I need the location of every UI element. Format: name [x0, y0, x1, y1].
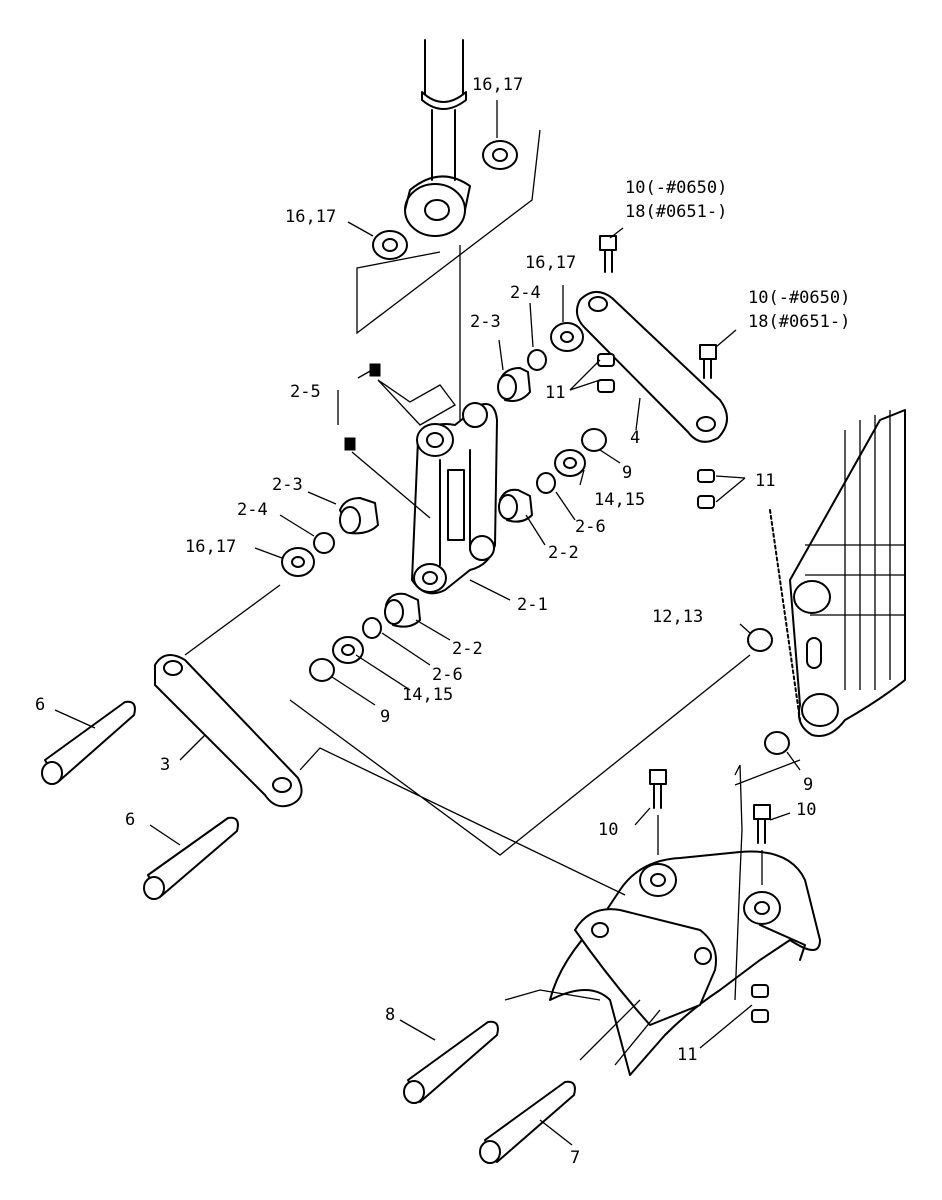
ring-9-c	[764, 731, 790, 755]
bushing-2-2-b	[384, 592, 421, 628]
label-3: 3	[160, 755, 170, 775]
label-11-c: 11	[677, 1045, 697, 1065]
label-14-15-b: 14,15	[402, 685, 453, 705]
label-9-a: 9	[622, 463, 632, 483]
label-9-b: 9	[380, 707, 390, 727]
bushing-2-3-left	[339, 497, 379, 535]
part-labels: 16,17 16,17 10(-#0650) 18(#0651-) 16,17 …	[35, 75, 850, 1168]
cylinder-rod	[404, 39, 471, 237]
label-7: 7	[570, 1148, 580, 1168]
label-12-13: 12,13	[652, 607, 703, 627]
assembly-lines	[289, 654, 801, 1066]
nut-11-b	[697, 469, 715, 509]
washer-16-17-left	[372, 230, 408, 260]
washer-16-17-top	[482, 140, 518, 170]
label-2-6-a: 2-6	[575, 517, 606, 537]
label-16-17-mid: 16,17	[525, 253, 576, 273]
pin-6-b	[143, 816, 239, 900]
label-6-b: 6	[125, 810, 135, 830]
nut-11-a	[597, 353, 615, 393]
label-18-b: 18(#0651-)	[748, 312, 850, 332]
label-2-3-top: 2-3	[470, 312, 501, 332]
label-6-a: 6	[35, 695, 45, 715]
bolt-10-18-a	[599, 235, 617, 273]
oring-2-4-top	[527, 349, 547, 371]
link-4	[575, 291, 728, 443]
washer-16-17-low	[281, 547, 315, 577]
label-16-17-left: 16,17	[285, 207, 336, 227]
label-11-a: 11	[545, 383, 565, 403]
label-8: 8	[385, 1005, 395, 1025]
label-4: 4	[630, 428, 640, 448]
ring-9-a	[581, 428, 607, 452]
label-11-b: 11	[755, 471, 775, 491]
label-16-17-top: 16,17	[472, 75, 523, 95]
washer-16-17-mid	[550, 322, 584, 352]
label-2-4-top: 2-4	[510, 283, 541, 303]
leader-lines	[54, 100, 801, 1146]
link-2-1	[411, 402, 498, 595]
bolt-10-18-b	[699, 344, 717, 379]
oring-2-6-a	[536, 472, 556, 494]
label-2-1: 2-1	[517, 595, 548, 615]
oring-2-4-left	[313, 532, 335, 554]
pin-7	[479, 1080, 576, 1164]
label-2-6-b: 2-6	[432, 665, 463, 685]
bolt-10-d	[753, 804, 771, 844]
bucket	[769, 409, 906, 737]
label-18-a: 18(#0651-)	[625, 202, 727, 222]
label-16-17-low: 16,17	[185, 537, 236, 557]
label-10-d: 10	[796, 800, 816, 820]
rod-eye-frame	[356, 129, 541, 335]
pin-8	[403, 1020, 499, 1104]
bolt-10-c	[649, 769, 667, 809]
arm	[549, 850, 821, 1076]
oring-2-6-b	[362, 617, 382, 639]
nut-11-c	[751, 984, 769, 1023]
ring-9-b	[309, 658, 335, 682]
ring-12-13	[747, 628, 773, 652]
label-2-2-a: 2-2	[548, 543, 579, 563]
label-14-15-a: 14,15	[594, 490, 645, 510]
link-3	[154, 654, 303, 808]
label-10-b: 10(-#0650)	[748, 288, 850, 308]
washer-14-15-a	[554, 449, 586, 477]
bushing-2-3-top	[497, 367, 531, 402]
bushing-2-2-a	[498, 488, 533, 523]
pin-6-a	[41, 700, 136, 785]
label-10-c: 10	[598, 820, 618, 840]
label-2-5: 2-5	[290, 382, 321, 402]
washer-14-15-b	[332, 636, 364, 664]
label-9-c: 9	[803, 775, 813, 795]
label-2-2-b: 2-2	[452, 639, 483, 659]
label-2-4-left: 2-4	[237, 500, 268, 520]
label-2-3-left: 2-3	[272, 475, 303, 495]
label-10-a: 10(-#0650)	[625, 178, 727, 198]
grease-fitting-2-5	[344, 363, 381, 451]
